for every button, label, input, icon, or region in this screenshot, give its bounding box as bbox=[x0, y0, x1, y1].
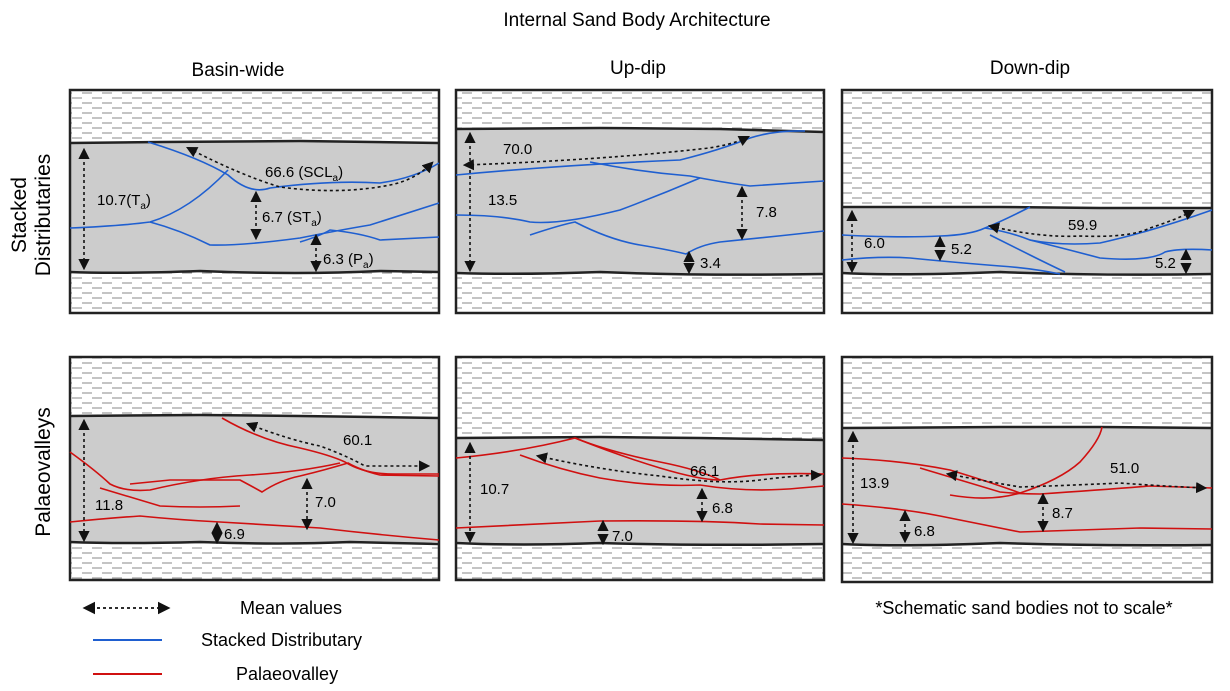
legend: Mean values Stacked Distributary Palaeov… bbox=[82, 598, 362, 684]
row-label-palaeovalleys: Palaeovalleys bbox=[32, 407, 55, 537]
label-storey-thickness: 6.8 bbox=[712, 500, 733, 517]
panel-palaeo-up-dip: 10.7 66.1 6.8 7.0 bbox=[454, 355, 826, 582]
label-scl: 66.6 (SCLa) bbox=[265, 164, 343, 184]
panel-stacked-basin-wide: 10.7(Ta) 66.6 (SCLa) 6.7 (STa) 6.3 (Pa) bbox=[68, 88, 441, 315]
label-total-thickness: 13.9 bbox=[860, 475, 889, 492]
panel-palaeo-down-dip: 13.9 51.0 8.7 6.8 bbox=[840, 355, 1214, 584]
label-storey-thickness: 8.7 bbox=[1052, 505, 1073, 522]
column-header-up-dip: Up-dip bbox=[610, 58, 666, 79]
label-storey-thickness: 7.0 bbox=[315, 494, 336, 511]
label-total-thickness: 11.8 bbox=[95, 497, 123, 514]
label-width: 70.0 bbox=[503, 141, 532, 158]
label-total-thickness: 13.5 bbox=[488, 192, 517, 209]
label-bottom-thickness: 6.9 bbox=[224, 526, 245, 543]
label-storey-thickness: 5.2 bbox=[951, 241, 972, 258]
panel-stacked-up-dip: 70.0 13.5 7.8 3.4 bbox=[454, 88, 826, 315]
column-header-basin-wide: Basin-wide bbox=[192, 60, 285, 81]
column-header-down-dip: Down-dip bbox=[990, 58, 1070, 79]
label-bottom-thickness: 5.2 bbox=[1155, 255, 1176, 272]
label-storey-thickness: 6.7 (STa) bbox=[262, 209, 322, 229]
legend-palaeovalley: Palaeovalley bbox=[236, 664, 338, 684]
figure-title: Internal Sand Body Architecture bbox=[503, 10, 770, 31]
label-total-thickness: 10.7(Ta) bbox=[97, 192, 151, 212]
panel-palaeo-basin-wide: 11.8 60.1 7.0 6.9 bbox=[68, 355, 441, 582]
legend-mean-values: Mean values bbox=[240, 598, 342, 618]
label-p: 6.3 (Pa) bbox=[323, 251, 374, 271]
label-width: 66.1 bbox=[690, 463, 719, 480]
scale-note: *Schematic sand bodies not to scale* bbox=[875, 598, 1172, 618]
label-width: 59.9 bbox=[1068, 217, 1097, 234]
panel-stacked-down-dip: 6.0 59.9 5.2 5.2 bbox=[840, 88, 1214, 315]
legend-stacked-distributary: Stacked Distributary bbox=[201, 630, 362, 650]
label-bottom-thickness: 6.8 bbox=[914, 523, 935, 540]
label-storey-thickness: 7.8 bbox=[756, 204, 777, 221]
label-width: 60.1 bbox=[343, 432, 372, 449]
label-total-thickness: 10.7 bbox=[480, 481, 509, 498]
row-label-distributaries: Distributaries bbox=[32, 154, 55, 277]
label-bottom-thickness: 3.4 bbox=[700, 255, 721, 272]
label-bottom-thickness: 7.0 bbox=[612, 528, 633, 545]
label-total-thickness: 6.0 bbox=[864, 235, 885, 252]
label-width: 51.0 bbox=[1110, 460, 1139, 477]
row-label-stacked: Stacked bbox=[8, 177, 31, 253]
